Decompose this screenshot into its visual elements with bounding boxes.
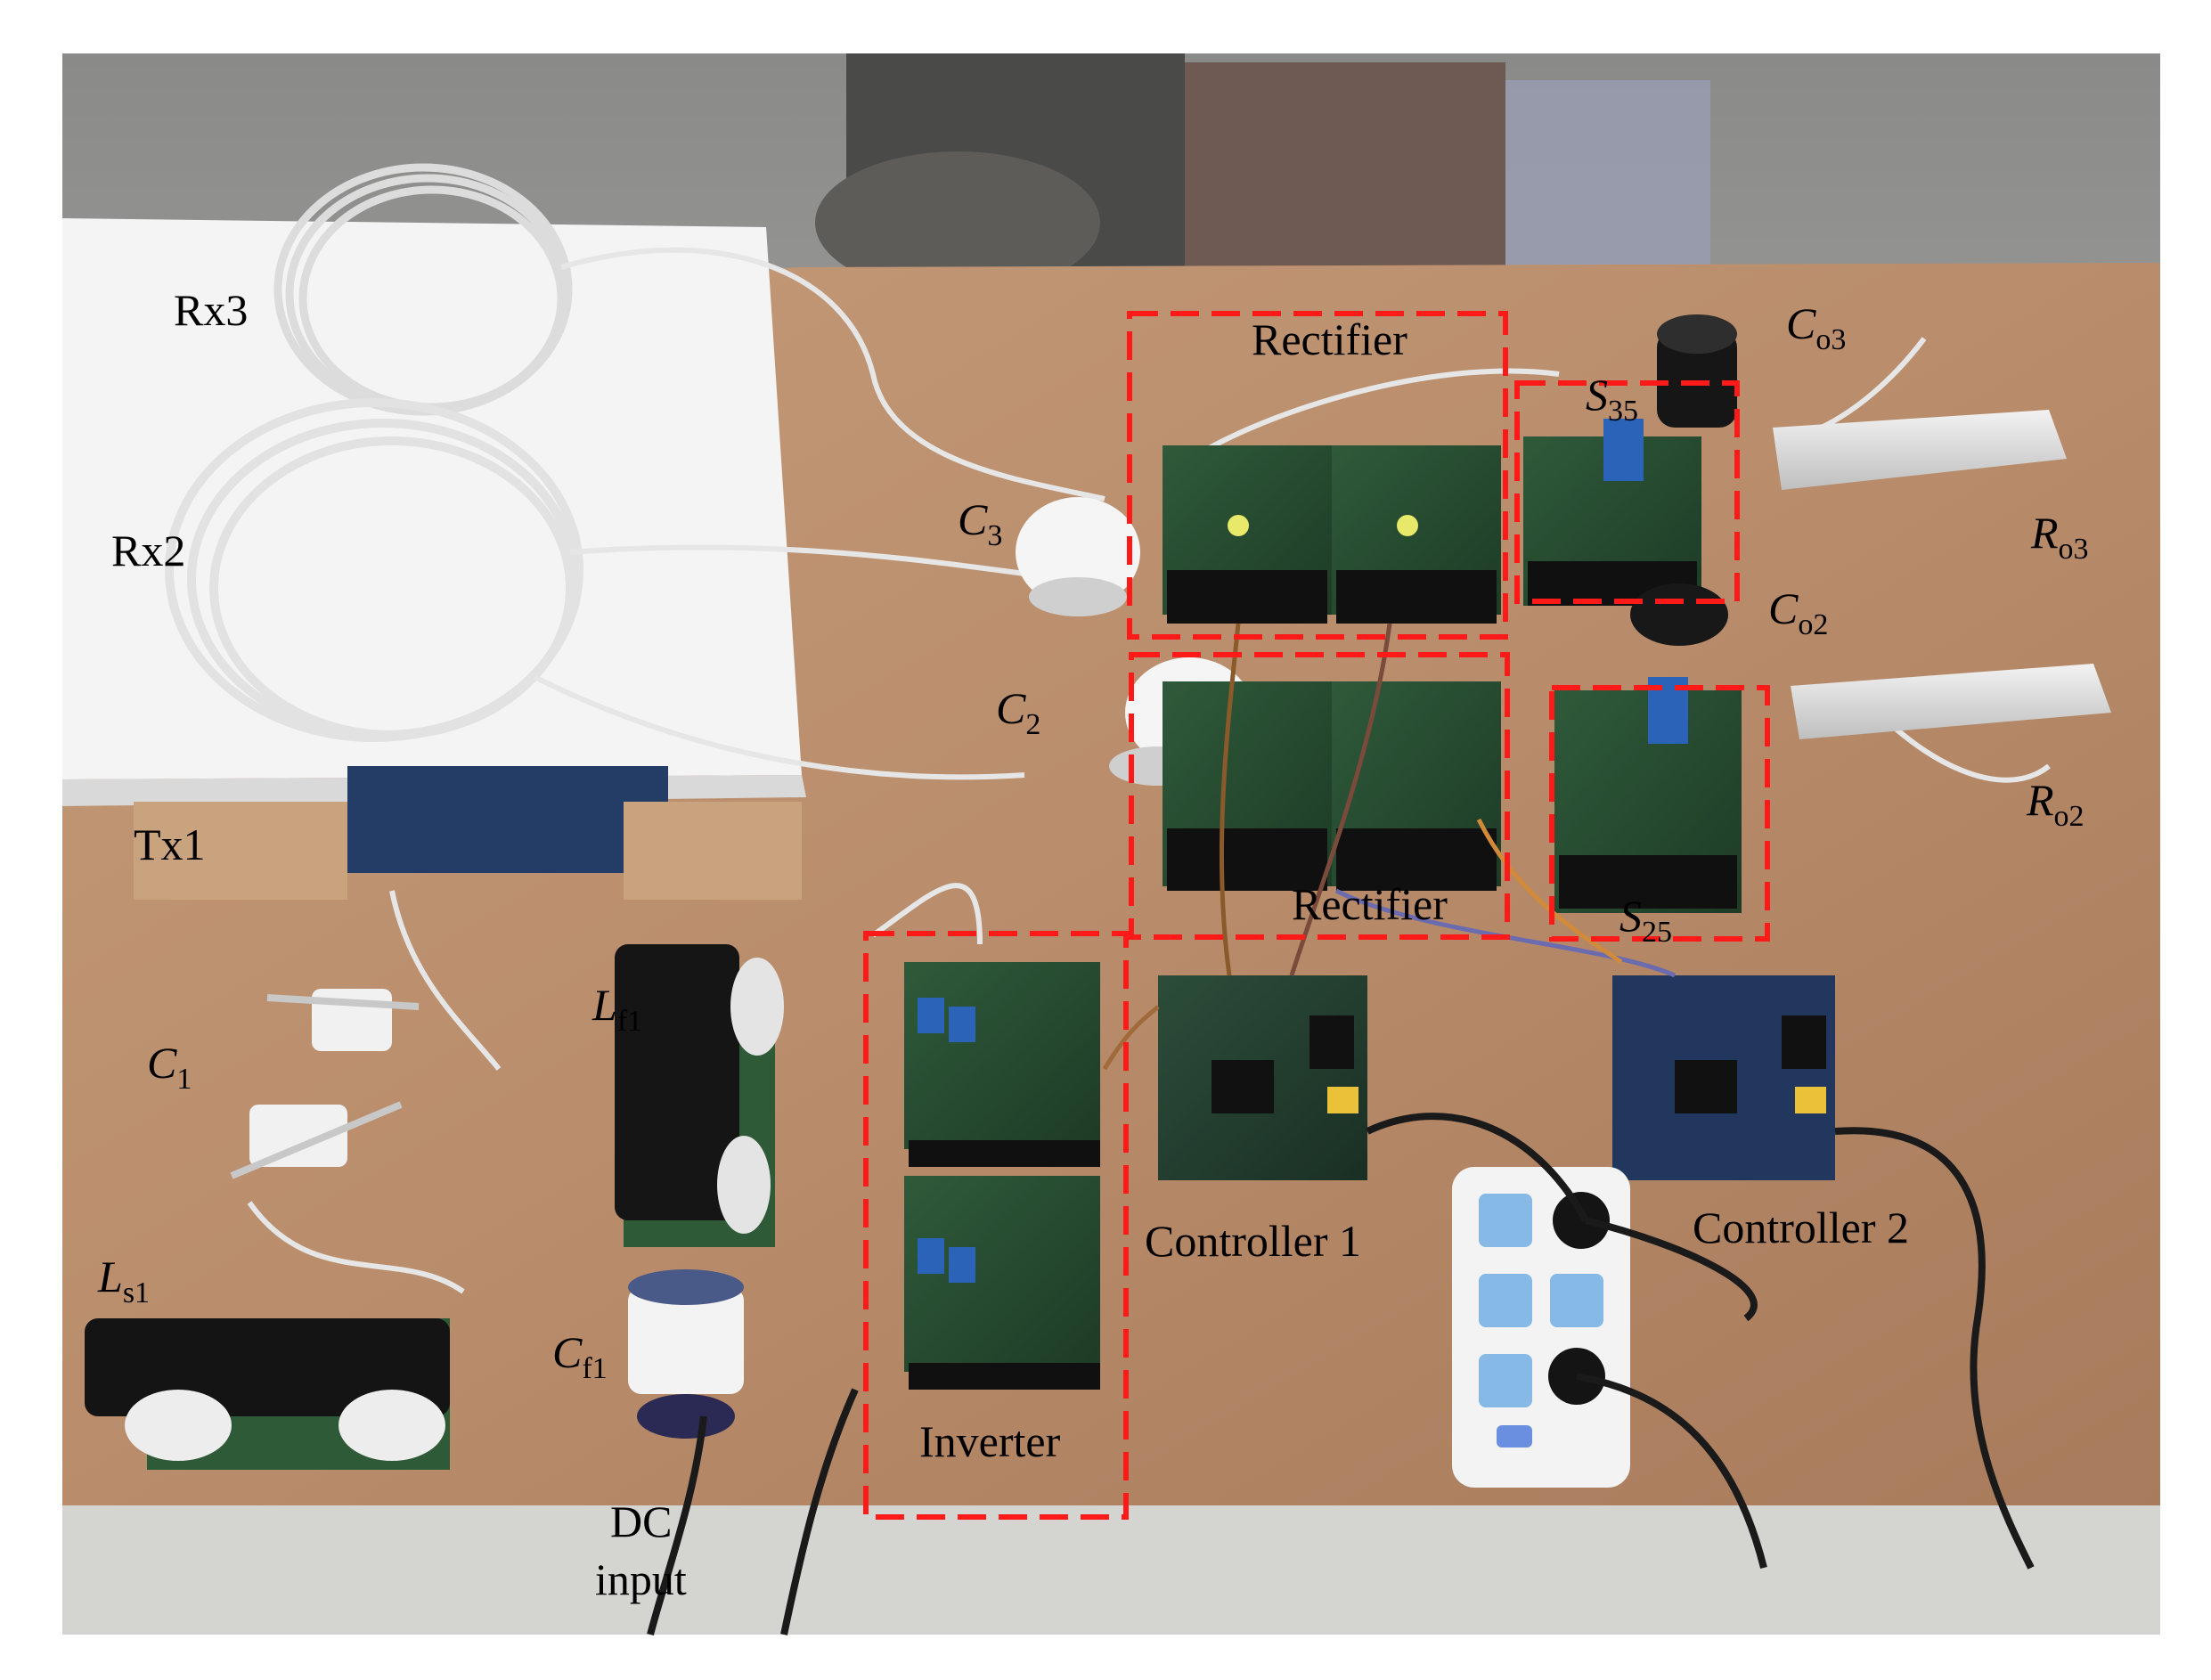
power-cables	[647, 1113, 2035, 1636]
label-rectifier-top: Rectifier	[1252, 314, 1407, 364]
rx2-coil	[165, 398, 583, 742]
wood-block-left	[134, 802, 347, 900]
floor	[62, 1505, 2160, 1635]
ls1-inductor	[85, 1318, 450, 1470]
s25-box	[1549, 685, 1770, 942]
background-wire-box	[1185, 62, 1505, 285]
s25-switch-board	[1554, 677, 1742, 913]
white-wires	[247, 247, 2051, 1294]
photo	[62, 53, 2160, 1636]
label-s35: S35	[1586, 370, 1638, 428]
rectifier-bottom-boards	[1163, 681, 1501, 891]
label-lf1: Lf1	[592, 980, 642, 1038]
co3-capacitor	[1657, 314, 1737, 428]
label-dc-input-line1: DC	[610, 1497, 672, 1546]
label-c3: C3	[958, 494, 1002, 552]
background-pot	[815, 151, 1100, 294]
label-c2: C2	[996, 683, 1040, 741]
ro2-resistor	[1791, 664, 2111, 739]
wood-block-right	[624, 802, 802, 900]
c3-capacitor	[1016, 497, 1140, 616]
inverter-boards	[904, 962, 1100, 1390]
label-ls1: Ls1	[97, 1252, 150, 1309]
c1-capacitor-assembly	[230, 989, 420, 1179]
label-ro3: Ro3	[2030, 508, 2089, 566]
label-ro2: Ro2	[2026, 775, 2085, 833]
controller-2-board	[1612, 975, 1835, 1180]
label-rectifier-bottom: Rectifier	[1292, 879, 1448, 929]
co2-capacitor	[1630, 583, 1728, 646]
rectifier-top-boards	[1163, 445, 1501, 624]
label-controller-1: Controller 1	[1145, 1216, 1361, 1266]
label-controller-2: Controller 2	[1693, 1203, 1909, 1252]
power-strip	[1452, 1167, 1630, 1488]
label-tx1: Tx1	[134, 820, 206, 869]
rectifier-top-box	[1127, 311, 1508, 640]
inverter-box	[863, 931, 1129, 1520]
foam-board	[62, 218, 802, 779]
label-rx3: Rx3	[174, 285, 248, 335]
rectifier-bottom-box	[1129, 652, 1510, 940]
label-s25: S25	[1619, 891, 1672, 949]
tx-base-box	[347, 766, 668, 873]
label-co2: Co2	[1768, 583, 1828, 641]
controller-1-board	[1158, 975, 1367, 1180]
label-rx2: Rx2	[111, 526, 185, 575]
s35-box	[1514, 380, 1740, 604]
label-co3: Co3	[1786, 298, 1846, 356]
highlight-boxes	[863, 311, 1770, 1520]
label-c1: C1	[147, 1038, 192, 1096]
label-dc-input-line2: input	[595, 1554, 687, 1604]
ro3-resistor	[1773, 410, 2067, 490]
labels: Rx3 Rx2 Tx1 C1 Ls1 Lf1 Cf1 DC input C3 C…	[97, 285, 2089, 1604]
s35-switch-board	[1523, 419, 1701, 606]
label-inverter: Inverter	[919, 1416, 1061, 1466]
lf1-inductor	[615, 944, 784, 1247]
cf1-capacitor	[628, 1269, 744, 1439]
label-cf1: Cf1	[552, 1327, 608, 1385]
background-bin	[1505, 80, 1710, 285]
